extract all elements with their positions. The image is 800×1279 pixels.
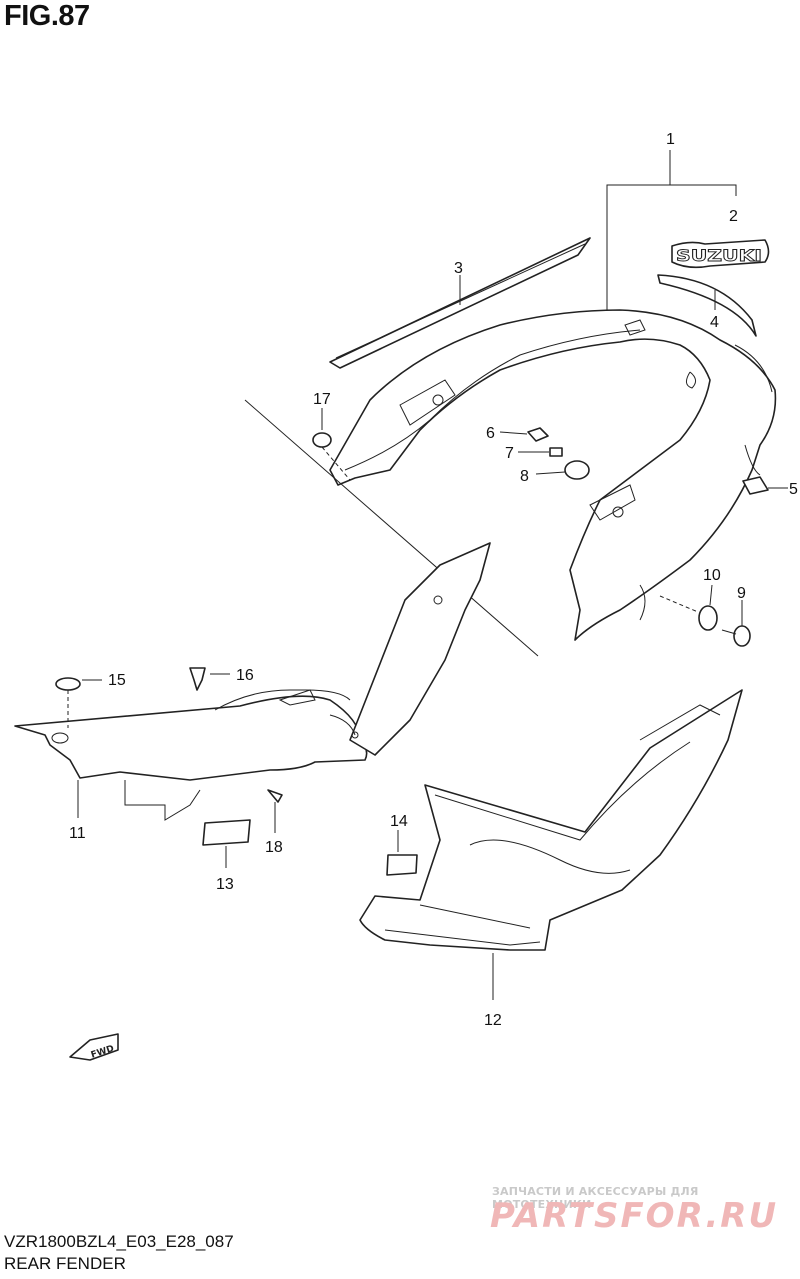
callout-15: 15 [108, 672, 126, 689]
rear-fender-upper-frame [329, 309, 777, 641]
callout-3: 3 [454, 260, 463, 277]
emblem-text: SUZUKI [676, 246, 762, 265]
callout-5: 5 [789, 481, 798, 498]
callout-11: 11 [69, 825, 86, 842]
grommet-part-17 [312, 408, 332, 448]
emblem-part-2: SUZUKI [671, 239, 770, 269]
lower-rear-fender-part-11 [14, 542, 491, 821]
grommet-part-15 [55, 677, 102, 728]
forward-direction-arrow: FWD [69, 1033, 119, 1061]
watermark-tagline: ЗАПЧАСТИ И АКСЕССУАРЫ ДЛЯ МОТОТЕХНИКИ [492, 1185, 699, 1211]
callout-9: 9 [737, 585, 746, 602]
callout-2: 2 [729, 208, 738, 225]
callout-8: 8 [520, 468, 529, 485]
callout-17: 17 [313, 391, 331, 408]
stripe-part-3 [329, 237, 591, 369]
callout-4: 4 [710, 314, 719, 331]
callout-1-leader [606, 150, 737, 310]
callout-12: 12 [484, 1012, 502, 1029]
cushion-part-10 [698, 584, 718, 631]
watermark-logo: PARTSFOR.RU [490, 1196, 779, 1236]
alignment-lines [244, 399, 699, 657]
model-code: VZR1800BZL4_E03_E28_087 [4, 1232, 234, 1251]
callout-1: 1 [666, 131, 675, 148]
side-cover-part-12 [359, 689, 743, 1000]
section-name: REAR FENDER [4, 1254, 126, 1273]
cushion-part-8 [535, 460, 590, 480]
callout-13: 13 [216, 876, 234, 893]
bolt-part-6 [499, 427, 549, 442]
nut-clip-part-5 [742, 476, 788, 495]
pad-part-13 [202, 819, 251, 868]
figure-title: FIG.87 [4, 0, 90, 32]
callout-18: 18 [265, 839, 283, 856]
trim-strip-part-4 [657, 274, 757, 337]
collar-part-7 [518, 447, 563, 457]
callout-6: 6 [486, 425, 495, 442]
callout-10: 10 [703, 567, 721, 584]
rivet-part-16 [189, 667, 230, 691]
screw-part-9 [721, 600, 751, 647]
pad-part-14 [386, 830, 418, 876]
callout-7: 7 [505, 445, 514, 462]
callout-16: 16 [236, 667, 254, 684]
screw-part-18 [267, 789, 283, 833]
callout-14: 14 [390, 813, 408, 830]
